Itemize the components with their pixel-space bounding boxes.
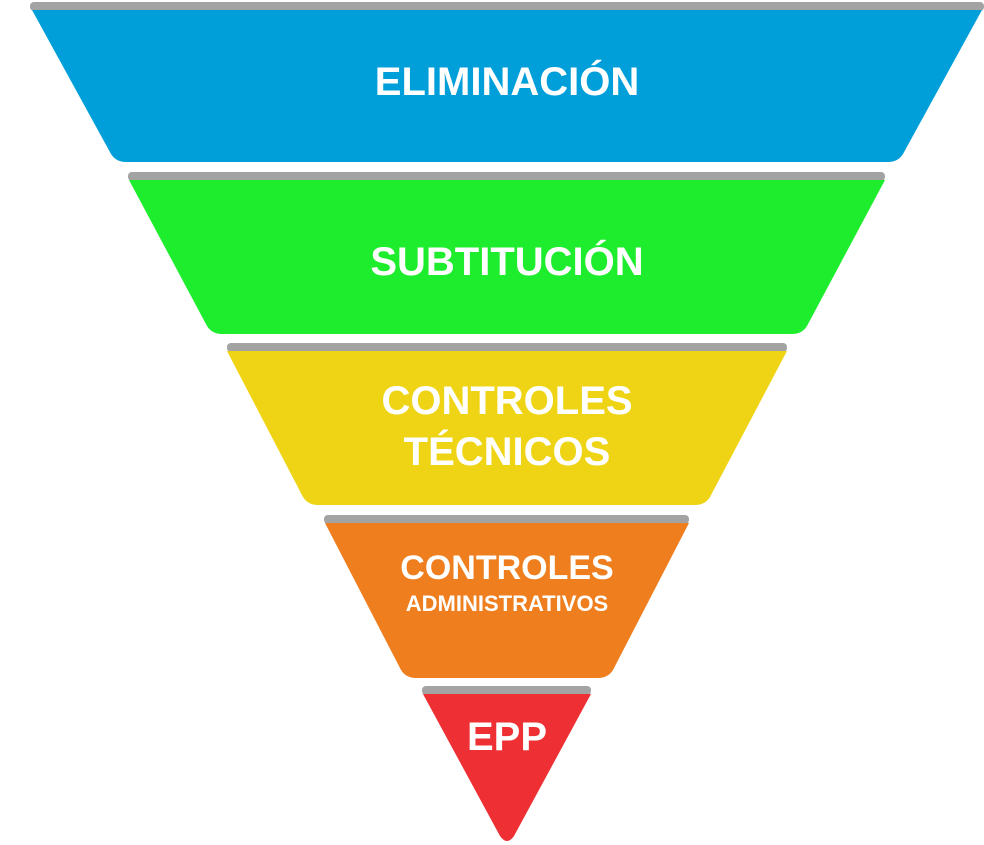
tier-shape <box>129 180 885 334</box>
tier-shape <box>423 694 591 841</box>
tier-epp: EPP <box>422 686 591 841</box>
tier-shape <box>325 523 689 678</box>
tier-label: SUBTITUCIÓN <box>370 238 643 284</box>
tier-cap <box>227 343 787 352</box>
tier-cap <box>128 172 885 181</box>
tier-cap <box>30 2 984 11</box>
tier-label-line-1: CONTROLES <box>400 549 613 587</box>
tier-shape <box>227 351 787 505</box>
tier-label-line-2: TÉCNICOS <box>404 429 611 474</box>
tier-eliminacion: ELIMINACIÓN <box>30 2 984 162</box>
tier-cap <box>422 686 591 695</box>
tier-label: ELIMINACIÓN <box>375 58 639 104</box>
tier-controles-administrativos: CONTROLES ADMINISTRATIVOS <box>324 515 689 678</box>
tier-label-line-2: ADMINISTRATIVOS <box>406 591 608 616</box>
tier-label-line-1: CONTROLES <box>381 379 632 423</box>
tier-controles-tecnicos: CONTROLES TÉCNICOS <box>227 343 787 505</box>
tier-shape <box>32 10 982 162</box>
tier-subtitucion: SUBTITUCIÓN <box>128 172 885 334</box>
tier-label: EPP <box>467 715 547 759</box>
tier-cap <box>324 515 689 524</box>
